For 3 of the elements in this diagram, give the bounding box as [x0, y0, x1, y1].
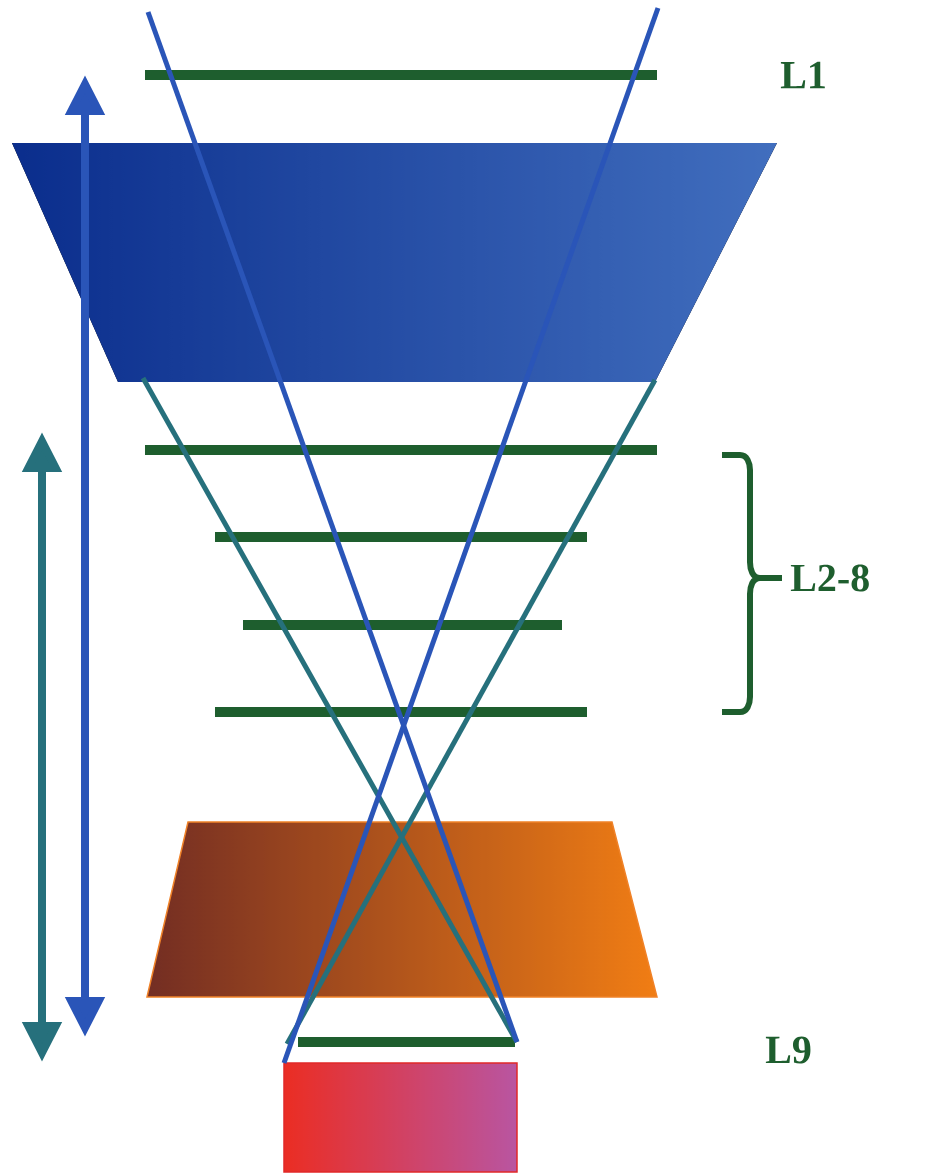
layer-label: L9 [765, 1036, 811, 1064]
layer-label: L2-8 [790, 564, 869, 592]
layer-label: L1 [780, 61, 825, 89]
